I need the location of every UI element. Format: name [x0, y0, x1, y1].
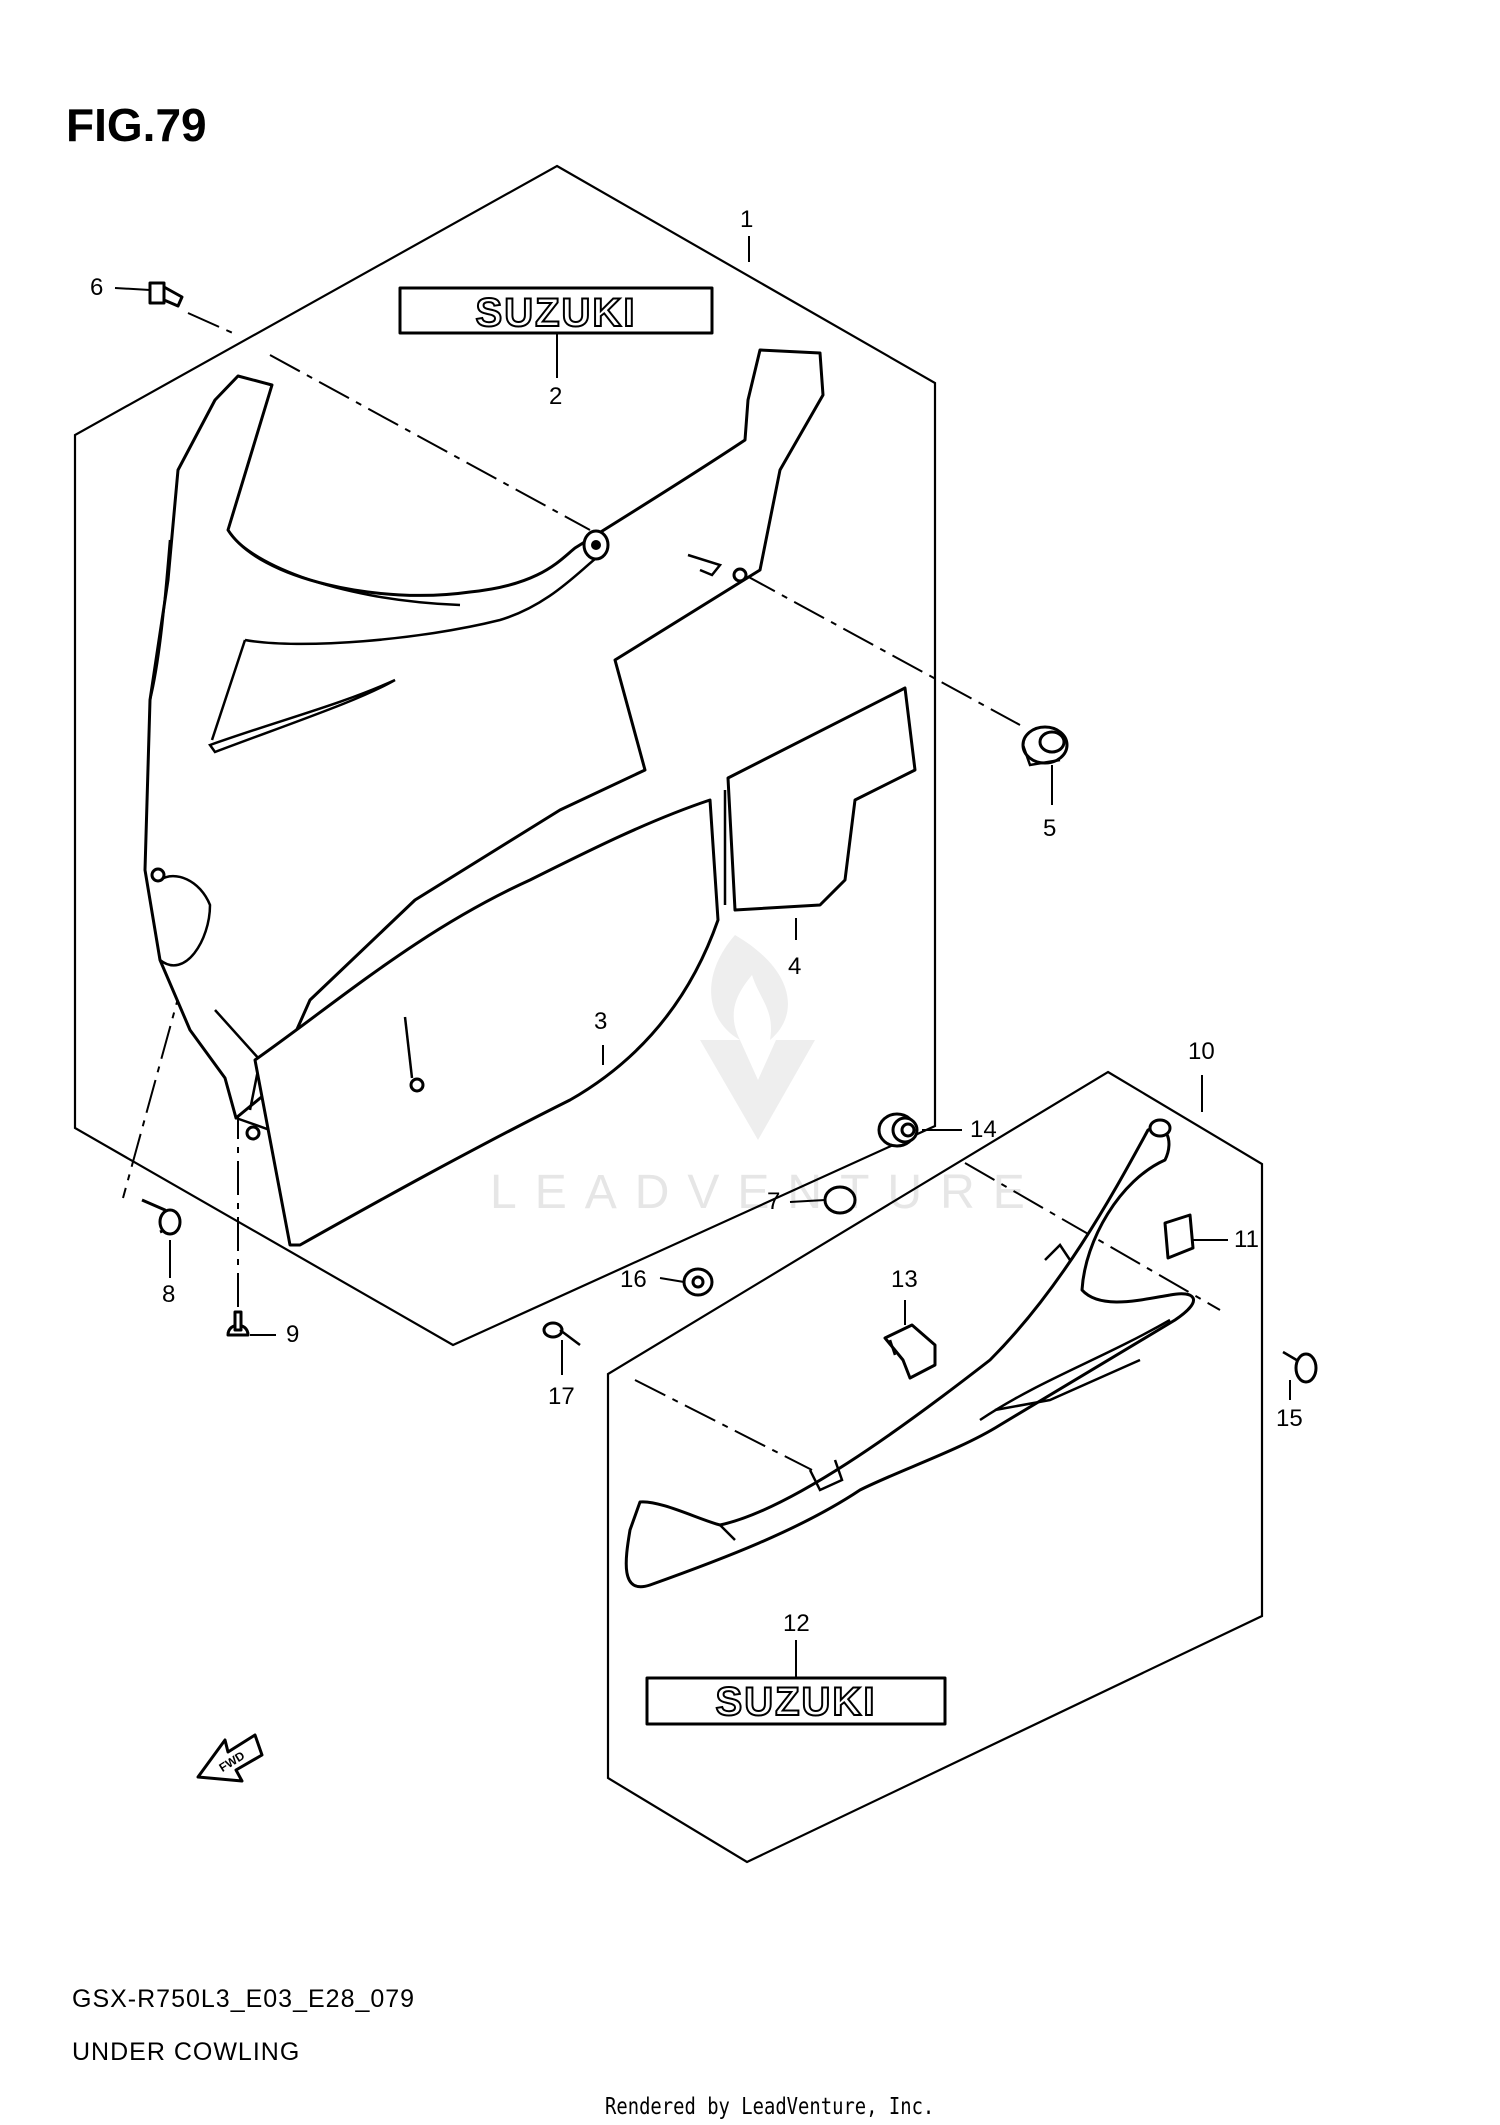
callout-17: 17 [548, 1383, 575, 1410]
upper-assembly-box [73, 164, 937, 1347]
callout-4: 4 [788, 953, 802, 980]
assembly-line [634, 1379, 813, 1471]
callout-10: 10 [1188, 1038, 1215, 1065]
callout-1: 1 [740, 206, 754, 233]
under-cowling-upper [143, 348, 825, 1141]
emblem-lower-text: SUZUKI [716, 1680, 877, 1724]
callout-12: 12 [783, 1610, 810, 1637]
callout-6: 6 [90, 274, 104, 301]
watermark-logo [700, 935, 815, 1140]
rendered-by-credit: Rendered by LeadVenture, Inc. [605, 2094, 935, 2120]
callout-11: 11 [1234, 1226, 1259, 1253]
callout-9: 9 [286, 1321, 300, 1348]
clip-part-13 [883, 1323, 937, 1380]
nut-part-16 [682, 1267, 714, 1297]
figure-description: UNDER COWLING [72, 2038, 301, 2066]
callout-15: 15 [1276, 1405, 1303, 1432]
bolt-part-15 [1282, 1350, 1318, 1384]
insulator-pad-part-4 [723, 686, 917, 912]
insulator-panel-part-3 [253, 798, 720, 1247]
pad-part-11 [1163, 1213, 1195, 1260]
emblem-upper-text: SUZUKI [476, 291, 637, 335]
nut-part-7 [823, 1185, 857, 1215]
callout-13: 13 [891, 1266, 918, 1293]
assembly-line [744, 574, 1021, 726]
callout-16: 16 [620, 1266, 647, 1293]
figure-title: FIG.79 [66, 99, 207, 151]
screw-part-6 [148, 281, 184, 308]
suzuki-emblem-lower: SUZUKI [645, 1676, 947, 1726]
assembly-line [269, 354, 591, 531]
grommet-part-14 [877, 1112, 919, 1148]
screw-part-17 [542, 1321, 581, 1346]
callout-3: 3 [594, 1008, 608, 1035]
fwd-arrow-icon: FWD [196, 1733, 264, 1783]
callout-5: 5 [1043, 815, 1057, 842]
callout-8: 8 [162, 1281, 176, 1308]
clip-part-9 [226, 1310, 250, 1337]
assembly-line [187, 312, 236, 335]
callout-2: 2 [549, 383, 563, 410]
assembly-line [964, 1162, 1221, 1311]
callout-14: 14 [970, 1116, 997, 1143]
lower-cowling-part-10 [624, 1118, 1195, 1589]
grommet-part-5 [1021, 725, 1069, 767]
lower-assembly-box [606, 1070, 1264, 1864]
bolt-part-8 [141, 1198, 182, 1236]
model-code: GSX-R750L3_E03_E28_079 [72, 1985, 416, 2013]
callout-7: 7 [767, 1188, 781, 1215]
leader-lines [114, 236, 1291, 1678]
suzuki-emblem-upper: SUZUKI [398, 286, 714, 336]
